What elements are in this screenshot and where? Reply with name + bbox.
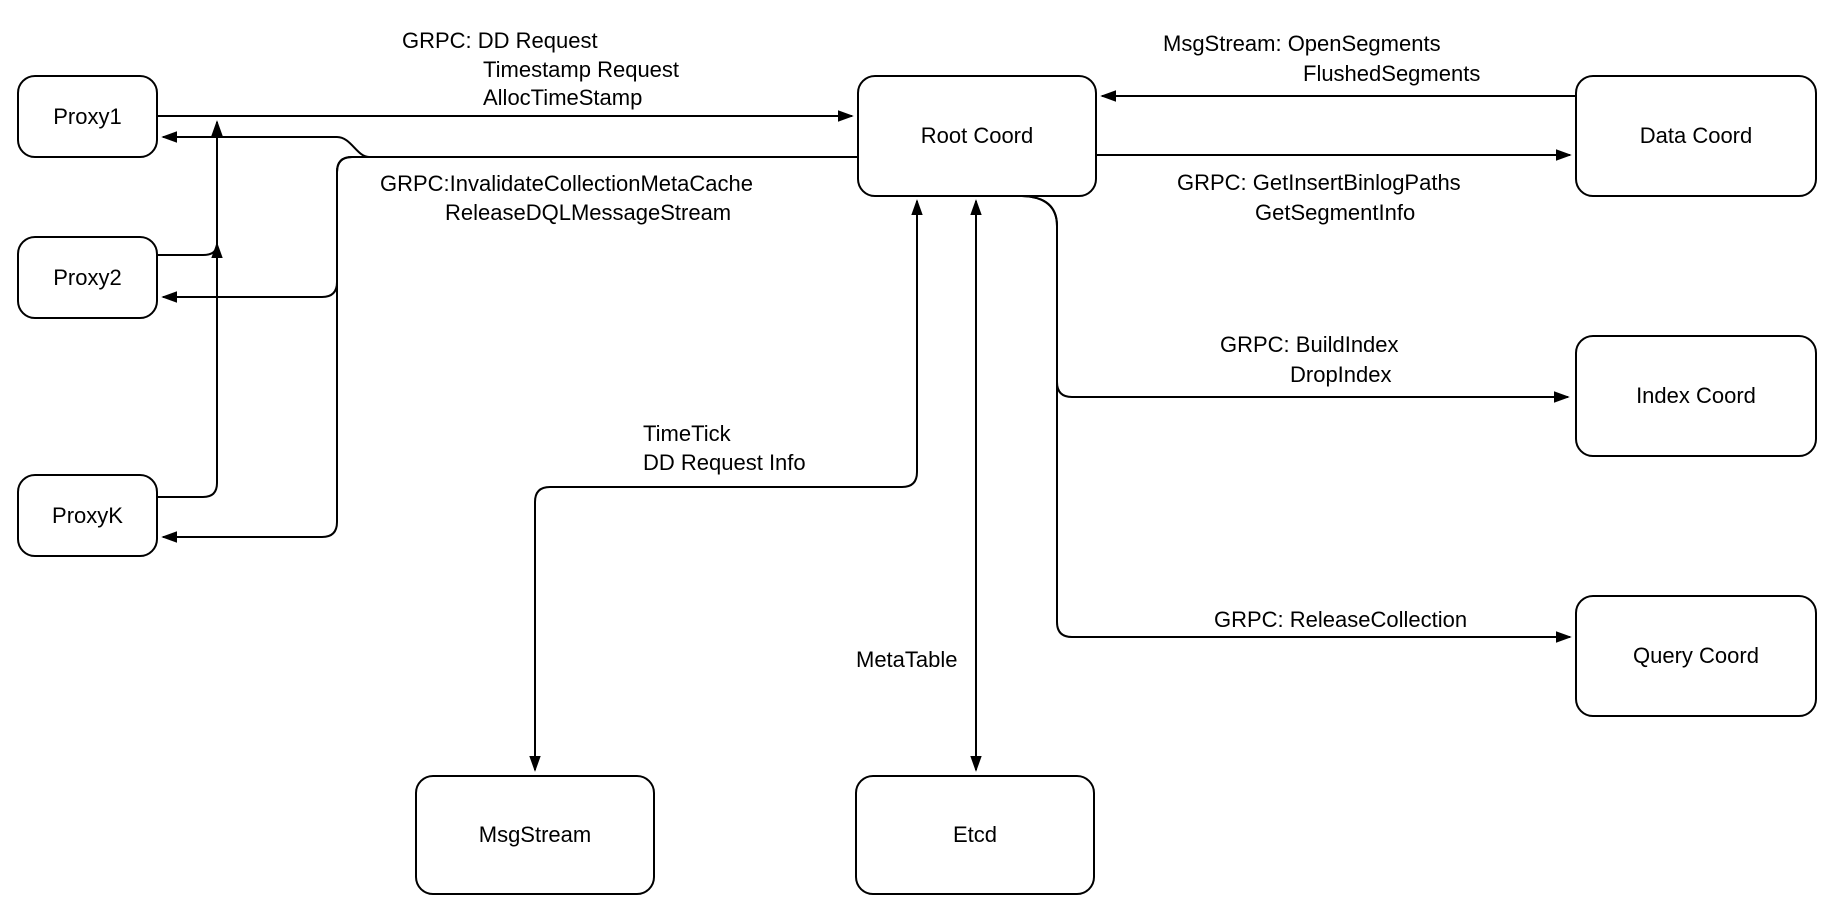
edge-label-buildindex: GRPC: BuildIndex	[1220, 332, 1399, 357]
edge-label-grpc-dd-request: GRPC: DD Request	[402, 28, 598, 53]
node-index-coord: Index Coord	[1575, 335, 1817, 457]
node-query-coord: Query Coord	[1575, 595, 1817, 717]
edge-label-releasecollection: GRPC: ReleaseCollection	[1214, 607, 1468, 632]
node-proxy2: Proxy2	[17, 236, 158, 319]
edge-label-timestamp-request: Timestamp Request	[483, 57, 680, 82]
edge-label-metatable: MetaTable	[856, 647, 958, 672]
node-data-coord: Data Coord	[1575, 75, 1817, 197]
edge-label-alloctimestamp: AllocTimeStamp	[483, 85, 643, 110]
node-proxy1: Proxy1	[17, 75, 158, 158]
edge-label-dd-request-info: DD Request Info	[643, 450, 806, 475]
edge-root-coord-to-proxy1	[163, 137, 857, 158]
edge-proxy2-to-trunk	[157, 244, 217, 255]
edge-label-timetick: TimeTick	[643, 421, 731, 446]
edge-label-getsegmentinfo: GetSegmentInfo	[1255, 200, 1416, 225]
node-msgstream: MsgStream	[415, 775, 655, 895]
edge-label-getinsertbinlogpaths: GRPC: GetInsertBinlogPaths	[1177, 170, 1461, 195]
edge-label-dropindex: DropIndex	[1290, 362, 1392, 387]
edge-root-coord-to-proxyk	[163, 156, 862, 537]
node-root-coord: Root Coord	[857, 75, 1097, 197]
edge-label-release-dql-messagestream: ReleaseDQLMessageStream	[445, 200, 732, 225]
edge-root-coord-to-query-coord	[1021, 195, 1570, 637]
edge-label-msgstream-opensegments: MsgStream: OpenSegments	[1163, 31, 1441, 56]
edge-proxyk-to-trunk	[157, 122, 217, 498]
node-etcd: Etcd	[855, 775, 1095, 895]
edge-label-flushedsegments: FlushedSegments	[1303, 61, 1481, 86]
node-proxyk: ProxyK	[17, 474, 158, 557]
edge-root-coord-msgstream	[535, 201, 917, 770]
edge-label-invalidate-collection-metacache: GRPC:InvalidateCollectionMetaCache	[380, 171, 753, 196]
